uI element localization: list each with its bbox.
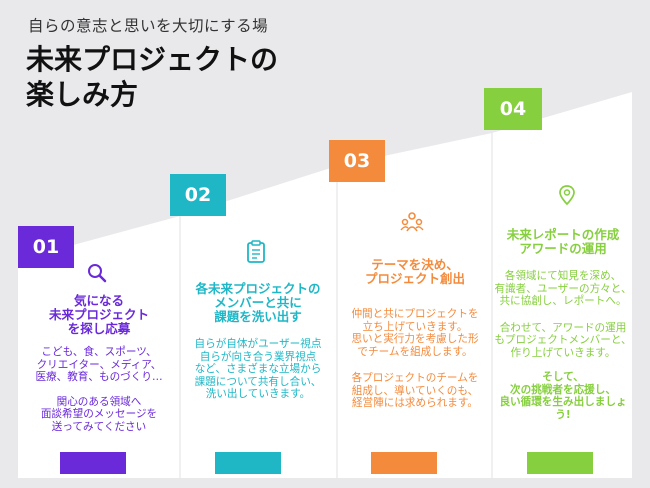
step-2-description: 自らが自体がユーザー視点 自らが向き合う業界視点 など、さまざまな立場から 課題…: [182, 338, 334, 401]
text-line: 良い循環を生み出しましょう!: [499, 396, 627, 421]
description-paragraph: 各プロジェクトのチームを 組成し、導いていくのも、 経営陣には求められます。: [339, 372, 491, 410]
page-title: 未来プロジェクトの 楽しみ方: [26, 42, 278, 112]
text-line: 次の挑戦者を応援し、: [510, 383, 616, 396]
step-1-bottom-bar: [60, 452, 126, 474]
text-line: クリエイター、メディア、: [36, 358, 162, 371]
heading-line: 各未来プロジェクトの: [195, 281, 321, 296]
heading-line: 課題を洗い出す: [214, 309, 302, 324]
description-paragraph: 各領域にて知見を深め、 有識者、ユーザーの方々と、 共に協創し、レポートへ。: [492, 270, 634, 308]
heading-line: アワードの運用: [519, 241, 607, 256]
page-subtitle: 自らの意志と思いを大切にする場: [28, 17, 269, 35]
text-line: 洗い出していきます。: [205, 388, 311, 400]
step-2-heading: 各未来プロジェクトの メンバーと共に 課題を洗い出す: [182, 282, 334, 324]
heading-line: メンバーと共に: [214, 295, 302, 310]
text-line: 関心のある領域へ: [56, 395, 142, 408]
step-2-number-badge: 02: [170, 174, 226, 216]
step-1-content: 気になる 未来プロジェクト を探し応募 こども、食、スポーツ、 クリエイター、メ…: [24, 294, 174, 433]
text-line: 各プロジェクトのチームを: [351, 372, 479, 384]
text-line: 有識者、ユーザーの方々と、: [494, 282, 632, 295]
text-line: 自らが向き合う業界視点: [199, 350, 317, 363]
step-4-bottom-bar: [527, 452, 593, 474]
text-line: 合わせて、アワードの運用: [499, 321, 627, 334]
description-paragraph: 合わせて、アワードの運用 もプロジェクトメンバーと、 作り上げていきます。: [492, 322, 634, 360]
text-line: 自らが自体がユーザー視点: [194, 338, 322, 350]
text-line: こども、食、スポーツ、: [41, 346, 157, 358]
step-4-description: 各領域にて知見を深め、 有識者、ユーザーの方々と、 共に協創し、レポートへ。 合…: [492, 270, 634, 421]
text-line: 各領域にて知見を深め、: [504, 270, 622, 282]
step-3-number-badge: 03: [329, 140, 385, 182]
step-3-bottom-bar: [371, 452, 437, 474]
heading-line: を探し応募: [67, 321, 131, 336]
step-3-content: テーマを決め、 プロジェクト創出 仲間と共にプロジェクトを 立ち上げていきます。…: [339, 258, 491, 410]
text-line: 仲間と共にプロジェクトを: [351, 308, 479, 320]
description-paragraph: 関心のある領域へ 面談希望のメッセージを 送ってみてください: [24, 396, 174, 434]
text-line: など、さまざまな立場から: [194, 363, 322, 375]
step-3-description: 仲間と共にプロジェクトを 立ち上げていきます。 思いと実行力を考慮した形 でチー…: [339, 308, 491, 410]
text-line: 作り上げていきます。: [510, 346, 616, 359]
step-1-description: こども、食、スポーツ、 クリエイター、メディア、 医療、教育、ものづくり… 関心…: [24, 346, 174, 433]
step-card-4-shape: [492, 92, 632, 478]
text-line: 思いと実行力を考慮した形: [351, 333, 479, 345]
text-line: 課題について共有し合い、: [194, 375, 322, 388]
text-line: 共に協創し、レポートへ。: [499, 295, 627, 307]
text-line: 立ち上げていきます。: [362, 320, 468, 333]
step-4-content: 未来レポートの作成 アワードの運用 各領域にて知見を深め、 有識者、ユーザーの方…: [492, 228, 634, 421]
text-line: そして、: [542, 371, 584, 383]
search-icon: [88, 264, 107, 283]
text-line: でチームを組成します。: [357, 345, 473, 358]
text-line: もプロジェクトメンバーと、: [494, 334, 632, 346]
step-card-1-shape: [18, 216, 180, 478]
description-paragraph: そして、 次の挑戦者を応援し、 良い循環を生み出しましょう!: [492, 371, 634, 421]
description-paragraph: 自らが自体がユーザー視点 自らが向き合う業界視点 など、さまざまな立場から 課題…: [182, 338, 334, 401]
text-line: 組成し、導いていくのも、: [351, 384, 479, 397]
title-line-1: 未来プロジェクトの: [26, 43, 279, 76]
clipboard-icon: [247, 240, 265, 263]
text-line: 面談希望のメッセージを: [40, 408, 158, 420]
step-4-heading: 未来レポートの作成 アワードの運用: [492, 228, 634, 256]
team-icon: [400, 212, 424, 232]
description-paragraph: 仲間と共にプロジェクトを 立ち上げていきます。 思いと実行力を考慮した形 でチー…: [339, 308, 491, 358]
text-line: 医療、教育、ものづくり…: [35, 371, 163, 383]
heading-line: 未来レポートの作成: [506, 227, 620, 242]
text-line: 送ってみてください: [51, 420, 147, 433]
heading-line: 気になる: [73, 293, 124, 308]
step-2-content: 各未来プロジェクトの メンバーと共に 課題を洗い出す 自らが自体がユーザー視点 …: [182, 282, 334, 401]
heading-line: テーマを決め、: [371, 257, 459, 272]
step-1-heading: 気になる 未来プロジェクト を探し応募: [24, 294, 174, 336]
step-2-bottom-bar: [215, 452, 281, 474]
description-paragraph: こども、食、スポーツ、 クリエイター、メディア、 医療、教育、ものづくり…: [24, 346, 174, 384]
step-card-3-shape: [337, 133, 492, 478]
heading-line: プロジェクト創出: [364, 271, 465, 286]
step-3-heading: テーマを決め、 プロジェクト創出: [339, 258, 491, 286]
title-line-2: 楽しみ方: [26, 78, 139, 111]
location-pin-icon: [559, 185, 575, 206]
heading-line: 未来プロジェクト: [48, 307, 149, 322]
step-4-number-badge: 04: [484, 88, 542, 130]
step-card-2-shape: [180, 166, 337, 478]
text-line: 経営陣には求められます。: [351, 397, 479, 409]
step-1-number-badge: 01: [18, 226, 74, 268]
